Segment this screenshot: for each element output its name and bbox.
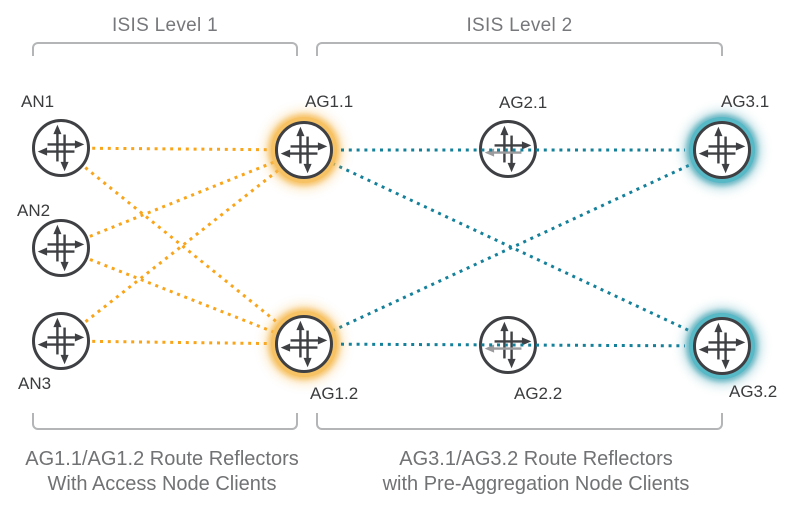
router-arrow-left	[484, 148, 522, 157]
router-arrow-left	[698, 149, 736, 158]
router-icon	[484, 125, 532, 173]
router-arrow-up	[500, 321, 509, 359]
router-label-AN2: AN2	[17, 201, 51, 220]
router-arrow-down	[60, 234, 69, 272]
router-icon	[37, 224, 85, 272]
router-icon	[484, 321, 532, 369]
router-arrow-right	[47, 333, 85, 342]
router-arrow-right	[708, 338, 746, 347]
router-arrow-left	[37, 147, 75, 156]
router-icon	[280, 126, 328, 174]
router-node-AG3.2	[693, 317, 751, 375]
router-node-AG2.2	[479, 316, 537, 374]
router-arrow-up	[53, 124, 62, 162]
router-arrow-left	[280, 149, 318, 158]
router-label-AN1: AN1	[21, 92, 55, 111]
router-node-AN3	[32, 312, 90, 370]
router-label-AG2.1: AG2.1	[499, 93, 548, 112]
router-arrow-down	[303, 330, 312, 368]
router-arrow-right	[290, 336, 328, 345]
router-arrow-right	[47, 240, 85, 249]
router-arrow-up	[53, 317, 62, 355]
router-arrow-left	[280, 343, 318, 352]
router-icon	[37, 124, 85, 172]
router-label-AG2.2: AG2.2	[514, 384, 563, 403]
router-arrow-down	[721, 332, 730, 370]
router-label-AN3: AN3	[18, 374, 52, 393]
router-label-AG3.2: AG3.2	[729, 382, 778, 401]
router-arrow-up	[296, 320, 305, 358]
router-node-AN1	[32, 119, 90, 177]
router-arrow-left	[698, 345, 736, 354]
router-arrow-right	[290, 142, 328, 151]
router-arrow-left	[484, 344, 522, 353]
router-arrow-up	[714, 322, 723, 360]
router-arrow-up	[53, 224, 62, 262]
router-arrow-down	[721, 136, 730, 174]
router-arrow-right	[47, 140, 85, 149]
router-node-AG2.1	[479, 120, 537, 178]
router-arrow-left	[37, 247, 75, 256]
router-arrow-down	[303, 136, 312, 174]
router-label-AG3.1: AG3.1	[721, 92, 770, 111]
router-label-AG1.2: AG1.2	[310, 384, 359, 403]
router-node-AN2	[32, 219, 90, 277]
router-arrow-right	[494, 141, 532, 150]
router-arrow-down	[507, 331, 516, 369]
router-arrow-down	[60, 327, 69, 365]
router-arrow-up	[500, 125, 509, 163]
router-arrow-down	[507, 135, 516, 173]
router-arrow-up	[714, 126, 723, 164]
router-arrow-right	[708, 142, 746, 151]
router-icon	[37, 317, 85, 365]
router-node-AG1.2	[275, 315, 333, 373]
router-icon	[698, 126, 746, 174]
router-label-AG1.1: AG1.1	[305, 92, 354, 111]
router-icon	[280, 320, 328, 368]
router-arrow-left	[37, 340, 75, 349]
router-icon	[698, 322, 746, 370]
router-arrow-up	[296, 126, 305, 164]
router-arrow-down	[60, 134, 69, 172]
router-node-AG3.1	[693, 121, 751, 179]
router-arrow-right	[494, 337, 532, 346]
router-node-AG1.1	[275, 121, 333, 179]
